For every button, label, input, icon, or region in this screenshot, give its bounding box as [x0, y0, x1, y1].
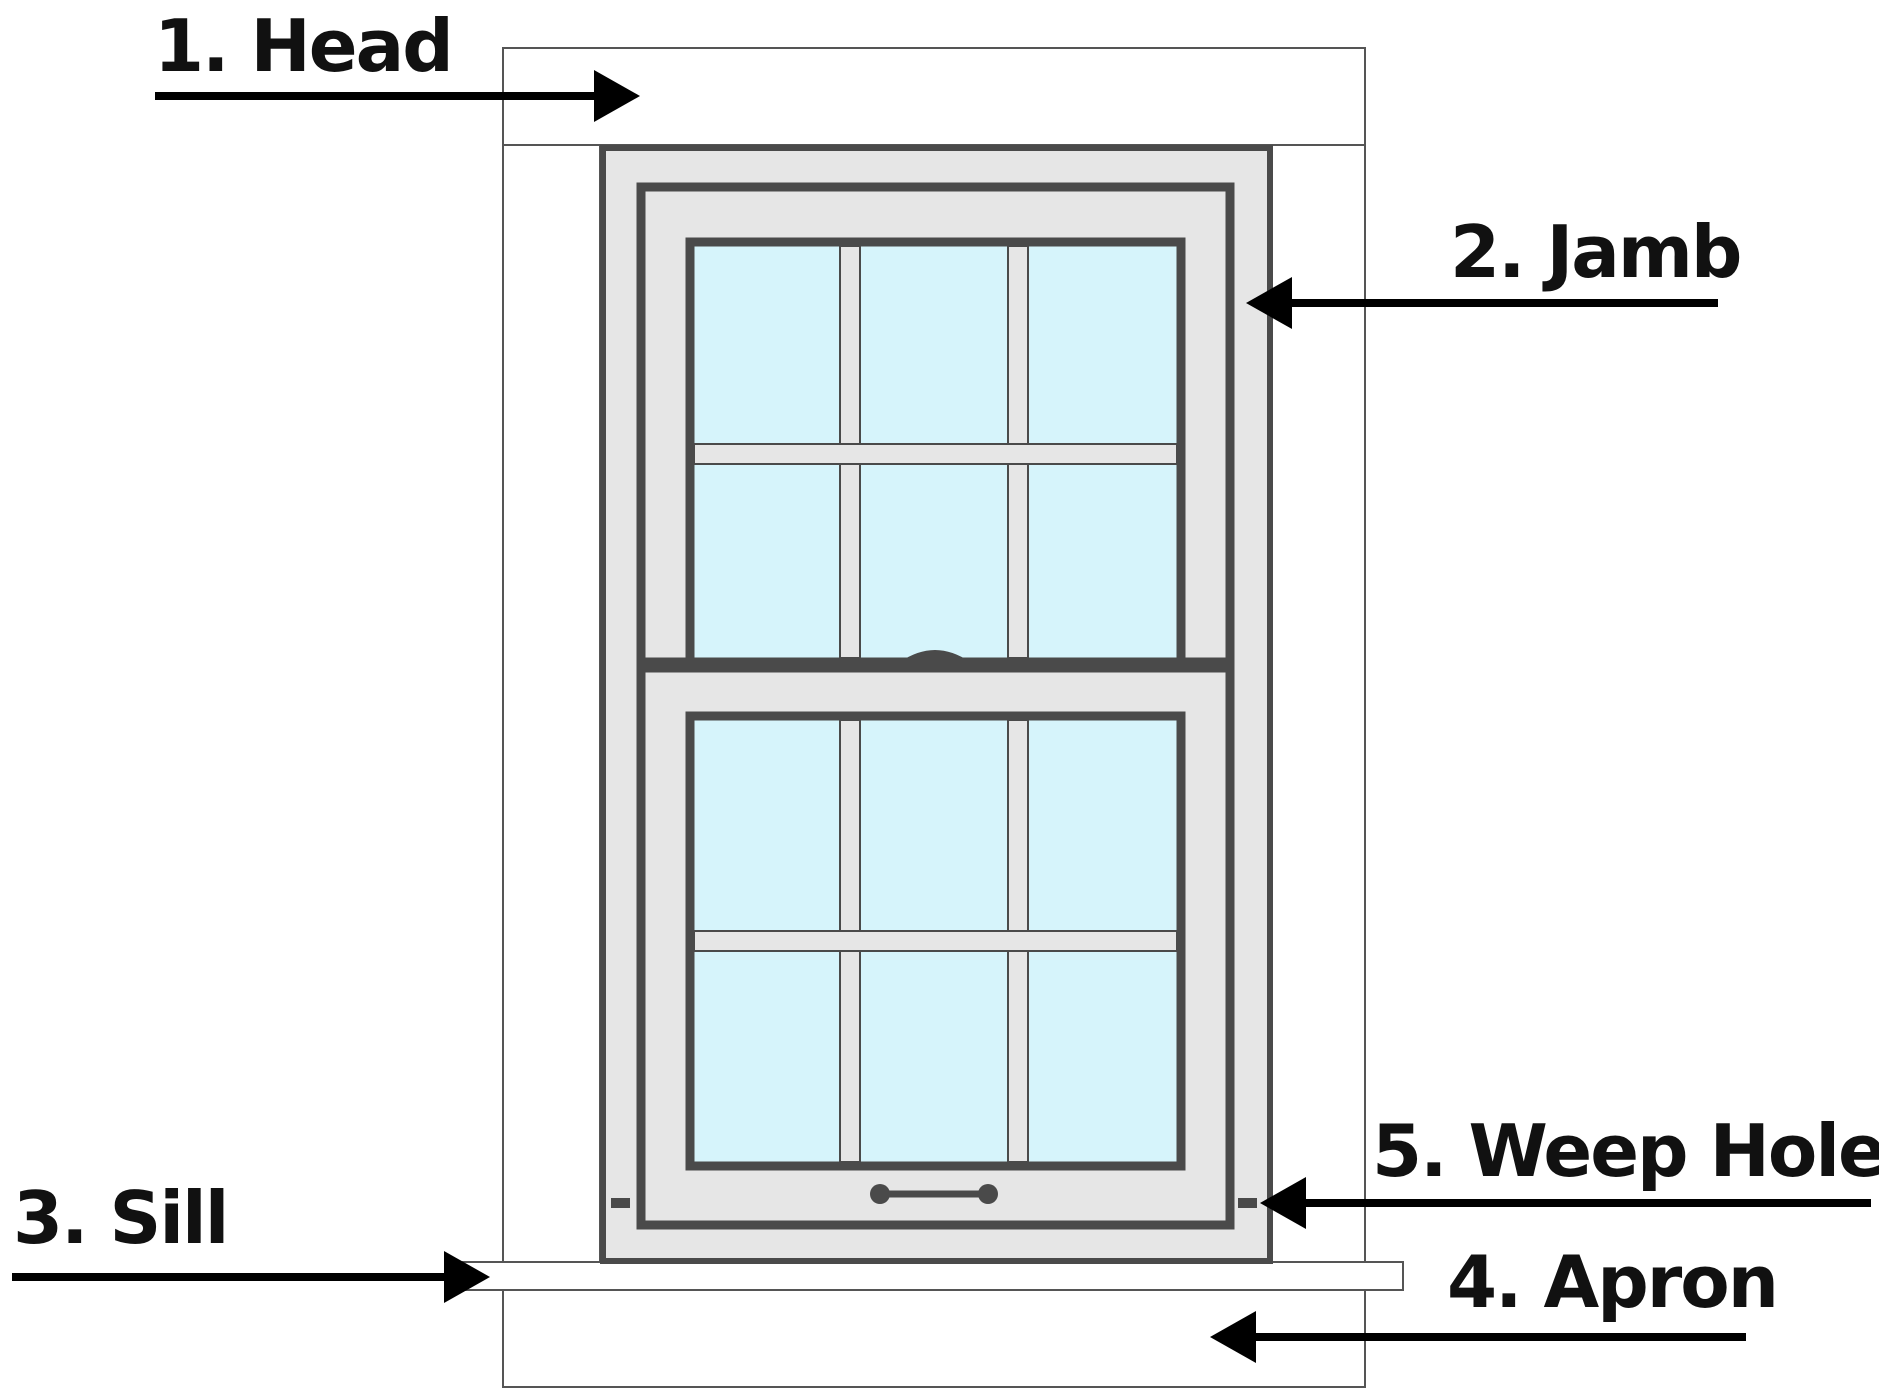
- weep-hole-left: [611, 1198, 630, 1208]
- head-arrow-icon: [155, 70, 640, 122]
- head-trim: [502, 47, 1366, 146]
- sill-board: [462, 1261, 1404, 1291]
- sill-arrow-icon: [12, 1251, 490, 1303]
- weep-holes-arrow-icon: [1260, 1177, 1871, 1229]
- lower-sash: [636, 663, 1235, 1230]
- jamb-arrow-icon: [1246, 277, 1718, 329]
- label-head: 1. Head: [154, 4, 452, 88]
- lower-muntin-horizontal: [693, 930, 1178, 952]
- label-jamb: 2. Jamb: [1450, 210, 1740, 294]
- sash-lock-icon: [900, 650, 970, 662]
- label-apron: 4. Apron: [1447, 1240, 1777, 1324]
- left-jamb-trim: [502, 144, 601, 1264]
- lower-muntins: [693, 719, 1178, 1163]
- upper-muntin-horizontal: [693, 443, 1178, 465]
- weep-hole-right: [1238, 1198, 1257, 1208]
- upper-muntins: [693, 245, 1178, 659]
- window-trim: [462, 47, 1404, 1388]
- label-weep-holes: 5. Weep Holes: [1372, 1109, 1879, 1193]
- label-sill: 3. Sill: [13, 1176, 227, 1260]
- sash-lift-handle-icon: [870, 1184, 998, 1204]
- right-jamb-trim: [1267, 144, 1366, 1264]
- apron-arrow-icon: [1210, 1311, 1746, 1363]
- arrows: [12, 70, 1871, 1363]
- upper-sash: [636, 182, 1235, 668]
